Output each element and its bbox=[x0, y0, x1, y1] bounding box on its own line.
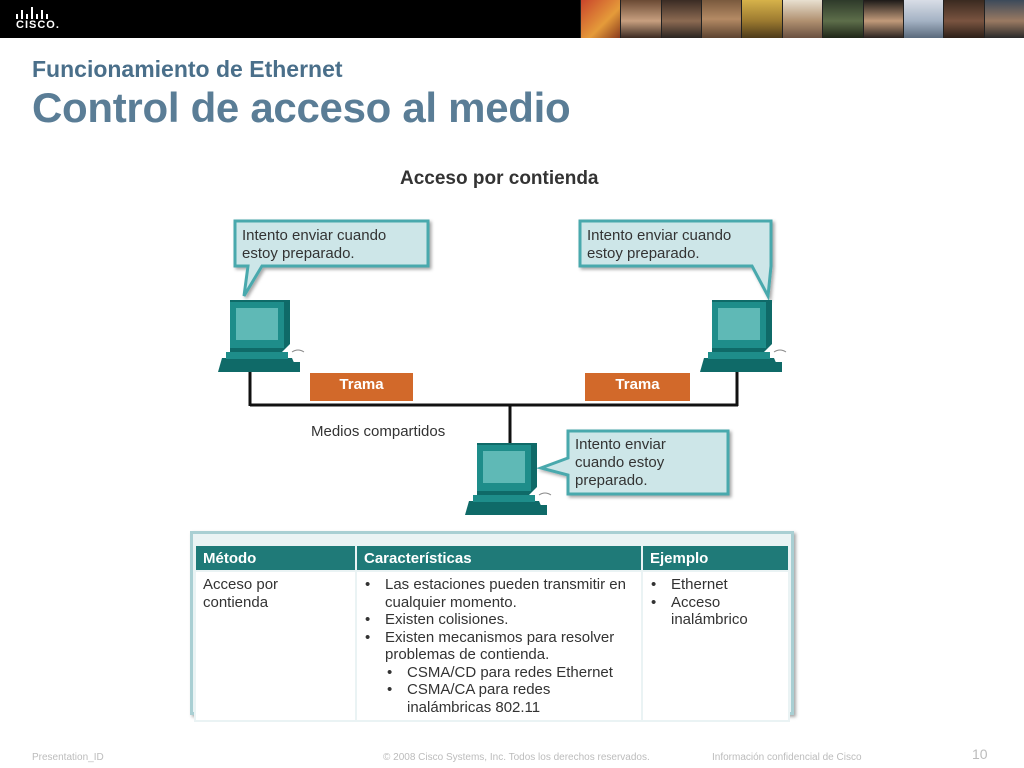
cisco-logo-bars-icon bbox=[14, 5, 58, 19]
header-photo bbox=[862, 0, 903, 38]
frame-label-right: Trama bbox=[615, 376, 660, 393]
page-number: 10 bbox=[972, 746, 988, 762]
table-row: Acceso por contienda Las estaciones pued… bbox=[194, 570, 790, 722]
cisco-logo-text: CISCO. bbox=[16, 19, 60, 31]
bubble-right-text: Intento enviar cuando estoy preparado. bbox=[587, 227, 731, 263]
bubble-bottom-text: Intento enviar cuando estoy preparado. bbox=[575, 436, 666, 490]
header-photo bbox=[580, 0, 621, 38]
computer-right-icon bbox=[700, 300, 787, 372]
sub-list-item: CSMA/CD para redes Ethernet bbox=[359, 664, 634, 682]
header-photo bbox=[983, 0, 1024, 38]
bubble-left-line: estoy preparado. bbox=[242, 245, 355, 262]
frame-box-left bbox=[310, 373, 413, 401]
table-header-method: Método bbox=[194, 544, 357, 572]
shared-media-label: Medios compartidos bbox=[311, 423, 446, 440]
list-item: Existen colisiones. bbox=[359, 611, 634, 629]
example-cell: Ethernet Acceso inalámbrico bbox=[641, 570, 790, 722]
access-methods-table: Método Características Ejemplo Acceso po… bbox=[194, 544, 790, 722]
characteristics-cell: Las estaciones pueden transmitir en cual… bbox=[355, 570, 643, 722]
footer-copyright: © 2008 Cisco Systems, Inc. Todos los der… bbox=[383, 752, 650, 763]
speech-bubble-left bbox=[233, 219, 430, 297]
bubble-right-line: estoy preparado. bbox=[587, 245, 700, 262]
slide-title: Control de acceso al medio bbox=[32, 84, 571, 131]
top-banner: CISCO. bbox=[0, 0, 1024, 38]
bubble-left-line: Intento enviar cuando bbox=[242, 227, 387, 244]
bubble-bottom-line: cuando estoy bbox=[575, 454, 665, 471]
shared-media-bus bbox=[248, 372, 739, 445]
method-line: contienda bbox=[203, 593, 269, 611]
speech-bubble-right bbox=[578, 219, 773, 302]
header-photo bbox=[701, 0, 742, 38]
computer-bottom-icon bbox=[465, 443, 552, 515]
method-cell: Acceso por contienda bbox=[194, 570, 357, 722]
diagram-heading: Acceso por contienda bbox=[400, 168, 599, 189]
footer-presentation-id: Presentation_ID bbox=[32, 752, 104, 763]
sub-list-item: CSMA/CA para redes inalámbricas 802.11 bbox=[359, 681, 634, 716]
header-photo bbox=[620, 0, 661, 38]
table-header-row: Método Características Ejemplo bbox=[194, 544, 790, 572]
list-item: Existen mecanismos para resolver problem… bbox=[359, 629, 634, 664]
computer-left-icon bbox=[218, 300, 305, 372]
bubble-right-line: Intento enviar cuando bbox=[587, 227, 732, 244]
list-item: Las estaciones pueden transmitir en cual… bbox=[359, 576, 634, 611]
frame-label-left: Trama bbox=[339, 376, 384, 393]
header-photo bbox=[781, 0, 823, 38]
frame-box-right bbox=[585, 373, 690, 401]
speech-bubble-bottom bbox=[535, 429, 730, 496]
footer-confidential: Información confidencial de Cisco bbox=[712, 752, 862, 763]
examples-list: Ethernet Acceso inalámbrico bbox=[645, 576, 781, 629]
header-photo bbox=[741, 0, 782, 38]
bubble-left-text: Intento enviar cuando estoy preparado. bbox=[242, 227, 386, 263]
table-header-example: Ejemplo bbox=[641, 544, 790, 572]
slide-subtitle: Funcionamiento de Ethernet bbox=[32, 56, 343, 82]
header-photo bbox=[902, 0, 944, 38]
header-photo bbox=[943, 0, 984, 38]
bubble-bottom-line: Intento enviar bbox=[575, 436, 666, 453]
bubble-bottom-line: preparado. bbox=[575, 472, 648, 489]
photo-strip bbox=[580, 0, 1024, 38]
characteristics-list: Las estaciones pueden transmitir en cual… bbox=[359, 576, 634, 716]
list-item: Acceso inalámbrico bbox=[645, 594, 781, 629]
list-item: Ethernet bbox=[645, 576, 781, 594]
table-header-characteristics: Características bbox=[355, 544, 643, 572]
method-line: Acceso por bbox=[203, 576, 279, 593]
header-photo bbox=[822, 0, 863, 38]
cisco-logo: CISCO. bbox=[14, 5, 74, 33]
header-photo bbox=[660, 0, 702, 38]
